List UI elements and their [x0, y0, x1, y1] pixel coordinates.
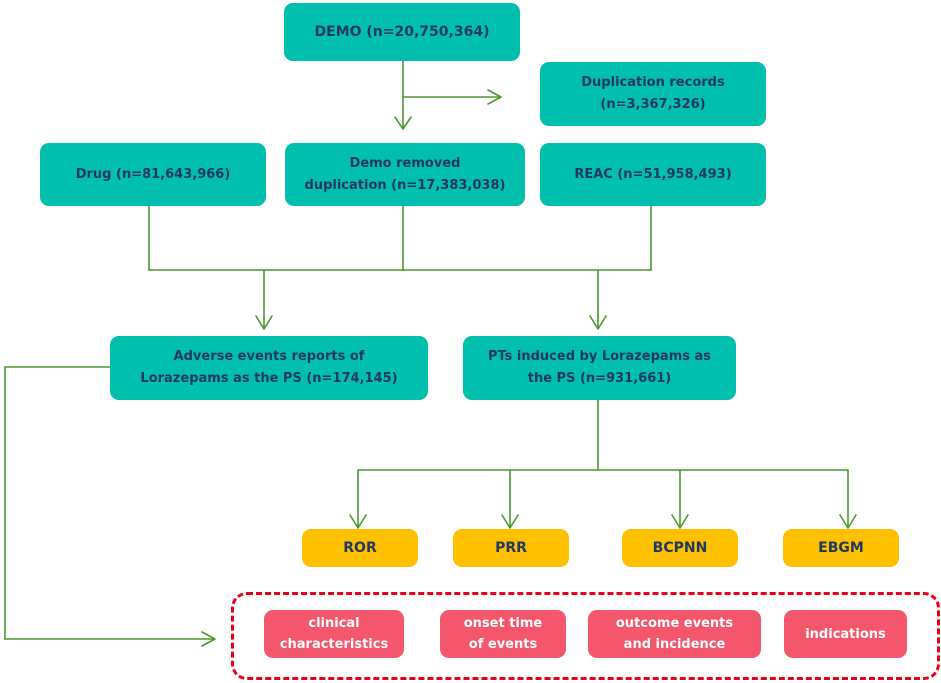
method-ror: ROR — [302, 529, 418, 567]
duplication-records-box: Duplication records (n=3,367,326) — [540, 62, 766, 126]
adverse-events-box: Adverse events reports of Lorazepams as … — [110, 336, 428, 400]
method-bcpnn: BCPNN — [622, 529, 738, 567]
demo-removed-duplication-box: Demo removed duplication (n=17,383,038) — [285, 143, 525, 206]
analysis-outcome-events: outcome events and incidence — [588, 610, 761, 658]
reac-box: REAC (n=51,958,493) — [540, 143, 766, 206]
pts-induced-box: PTs induced by Lorazepams as the PS (n=9… — [463, 336, 736, 400]
analysis-clinical-characteristics: clinical characteristics — [264, 610, 404, 658]
analysis-indications: indications — [784, 610, 907, 658]
analysis-group — [231, 592, 940, 680]
drug-box: Drug (n=81,643,966) — [40, 143, 266, 206]
method-ebgm: EBGM — [783, 529, 899, 567]
demo-box: DEMO (n=20,750,364) — [284, 3, 520, 61]
analysis-onset-time: onset time of events — [440, 610, 566, 658]
method-prr: PRR — [453, 529, 569, 567]
